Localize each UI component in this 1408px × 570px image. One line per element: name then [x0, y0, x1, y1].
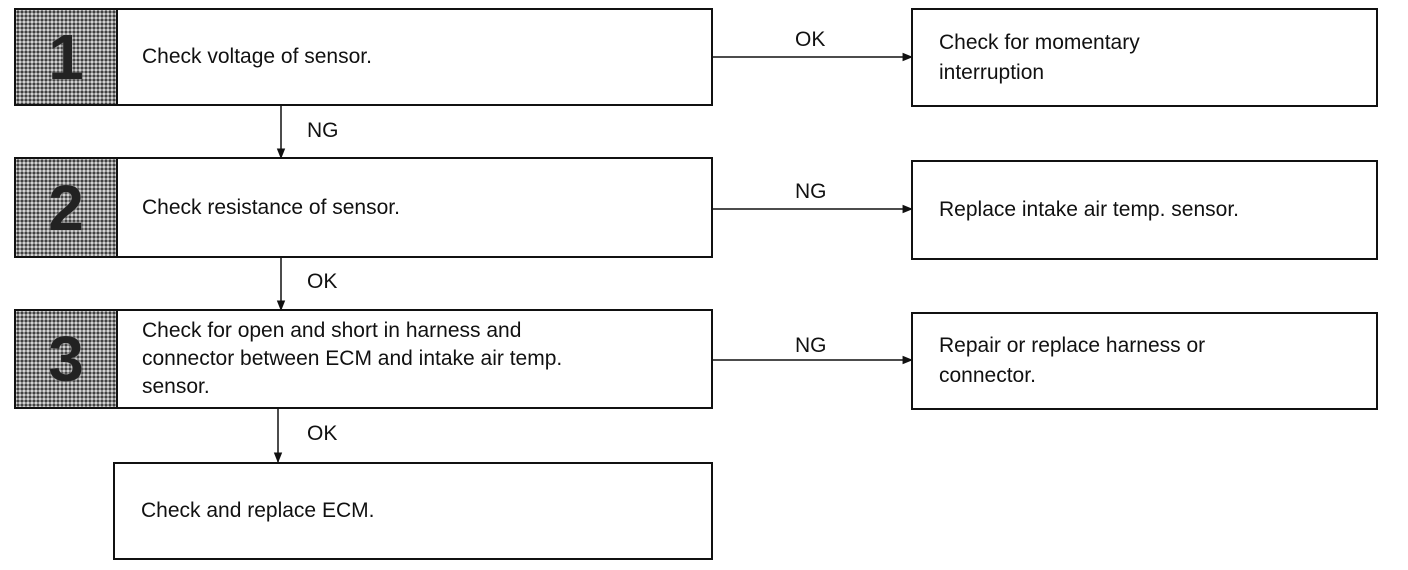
result-1-text: Check for momentary interruption	[939, 30, 1140, 84]
result-3-text: Repair or replace harness or connector.	[939, 334, 1206, 387]
step-2-number: 2	[16, 159, 118, 256]
step-2-text: Check resistance of sensor.	[142, 195, 400, 219]
condition-label-down-3: OK	[307, 422, 338, 445]
step-2-box: 2 Check resistance of sensor.	[14, 157, 713, 258]
result-1-box: Check for momentary interruption	[911, 8, 1378, 107]
step-3-box: 3 Check for open and short in harness an…	[14, 309, 713, 409]
step-1-box: 1 Check voltage of sensor.	[14, 8, 713, 106]
step-3-text: Check for open and short in harness and …	[142, 319, 563, 398]
condition-label-down-2: OK	[307, 270, 338, 293]
step-3-number: 3	[16, 311, 118, 407]
result-2-box: Replace intake air temp. sensor.	[911, 160, 1378, 260]
condition-label-result-3: NG	[795, 334, 827, 357]
condition-label-result-1: OK	[795, 28, 826, 51]
result-3-box: Repair or replace harness or connector.	[911, 312, 1378, 410]
condition-label-result-2: NG	[795, 180, 827, 203]
final-text: Check and replace ECM.	[141, 499, 375, 522]
final-box: Check and replace ECM.	[113, 462, 713, 560]
step-1-text: Check voltage of sensor.	[142, 45, 372, 68]
step-1-number: 1	[16, 10, 118, 104]
result-2-text: Replace intake air temp. sensor.	[939, 198, 1239, 221]
condition-label-down-1: NG	[307, 119, 339, 142]
